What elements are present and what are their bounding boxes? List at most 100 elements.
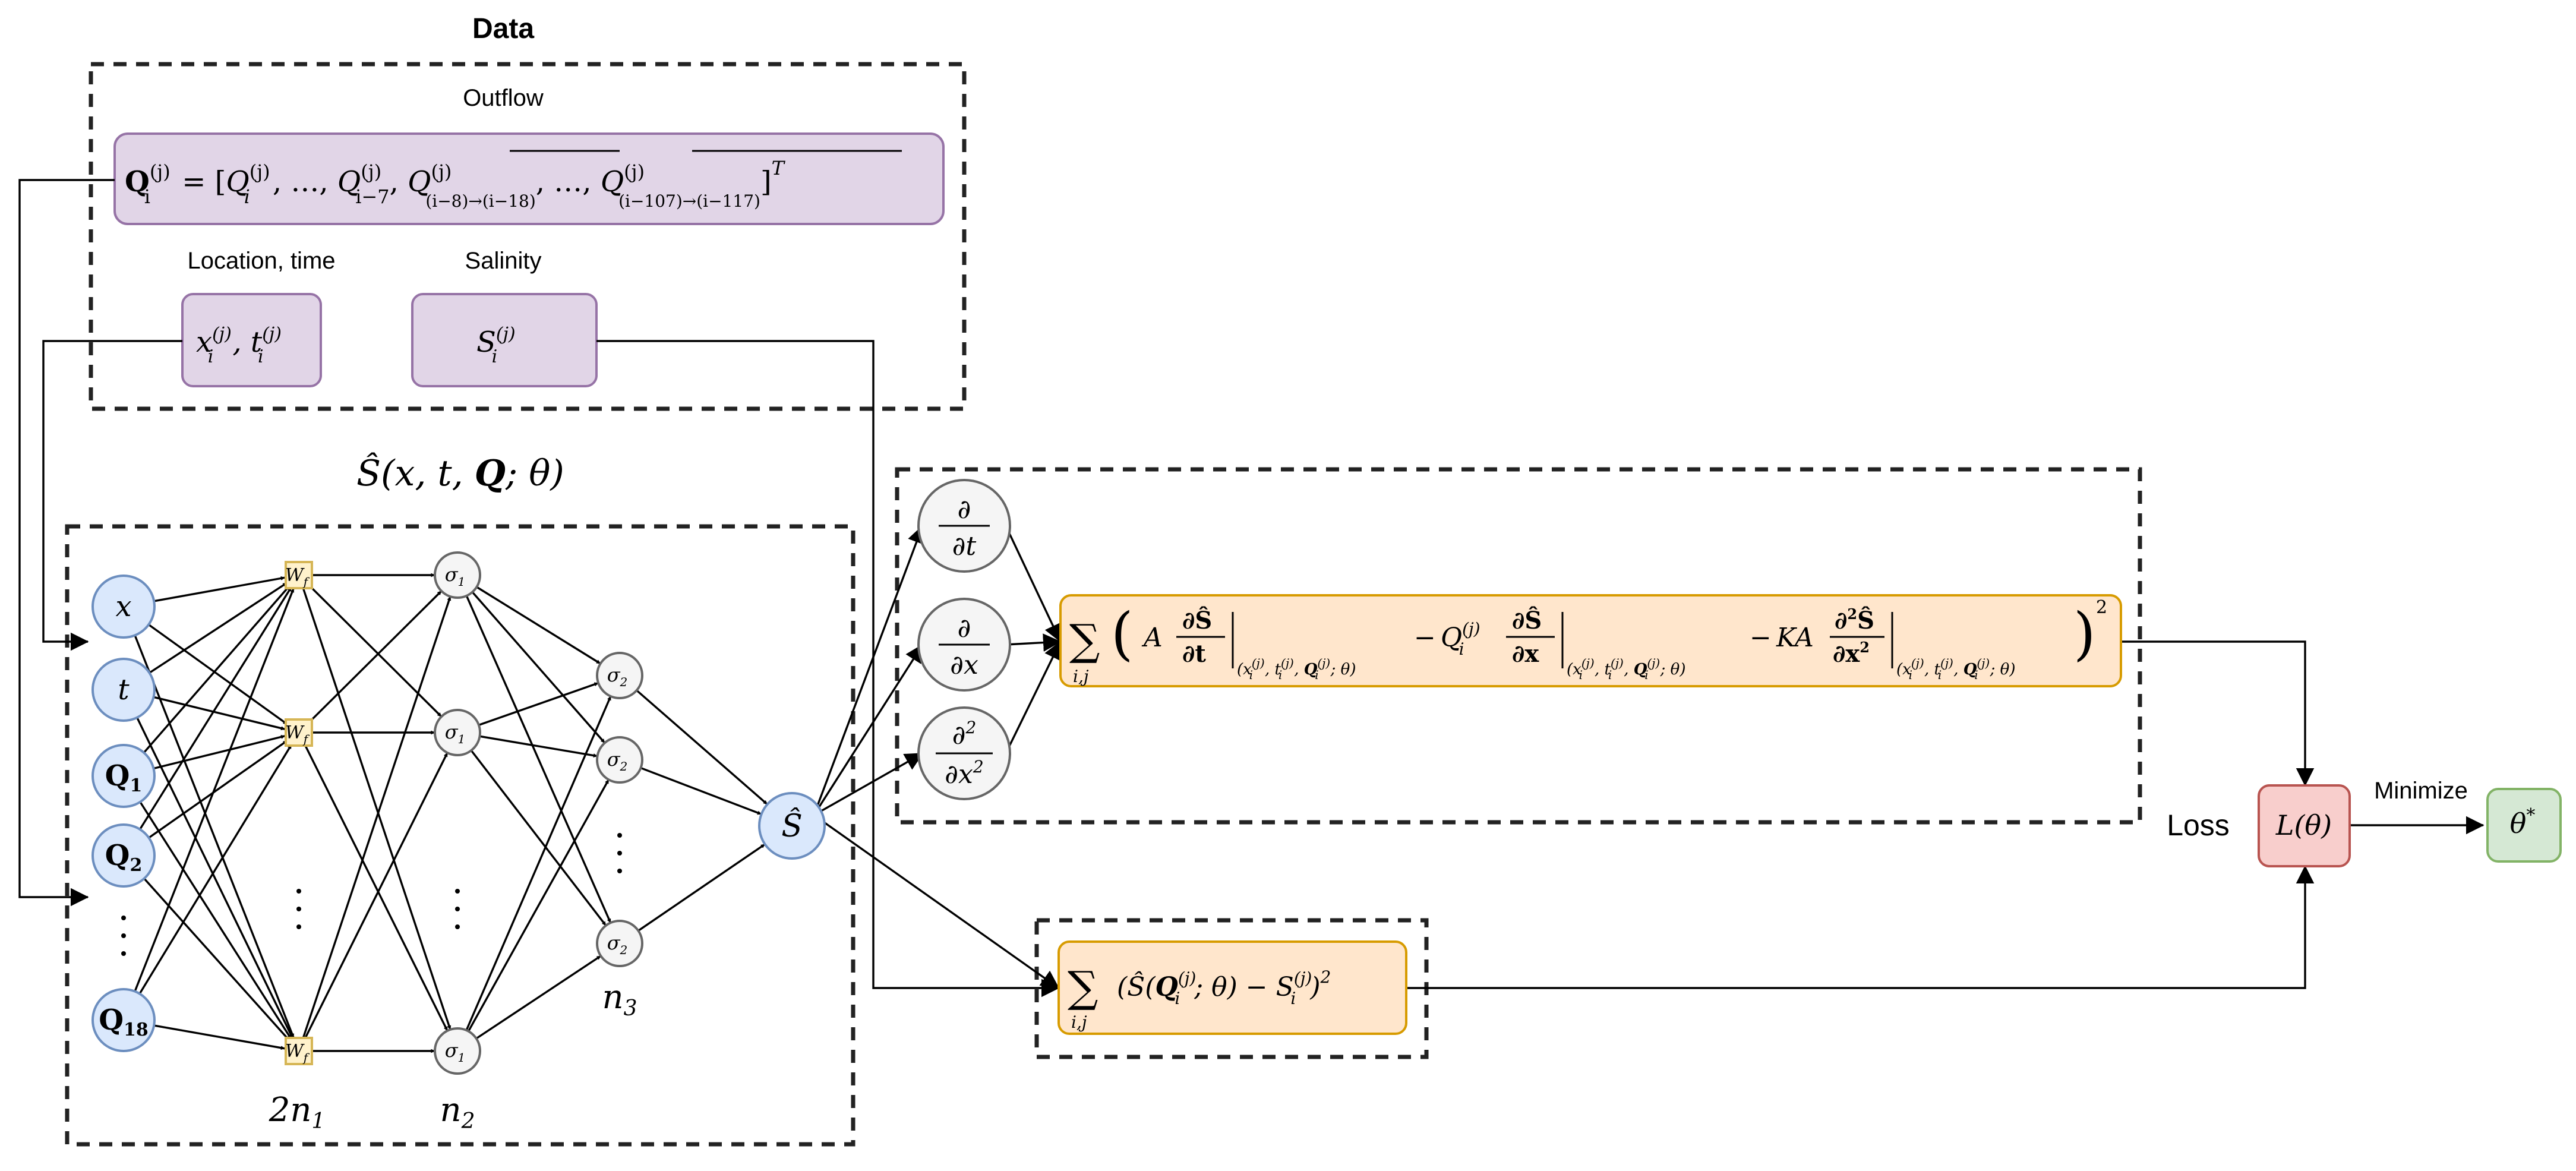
edge-l2-2-to-l3-1 <box>468 779 610 1032</box>
physics-group-box <box>895 467 2142 825</box>
location-to-network-arrow <box>42 340 182 651</box>
svg-text:(Ŝ(Q(j)i; θ) − S(j)i)2: (Ŝ(Q(j)i; θ) − S(j)i)2 <box>1117 967 1331 1008</box>
edge-l2-2-to-l3-2 <box>475 955 602 1040</box>
edge-input-1-to-l1-2 <box>136 717 294 1039</box>
edge-l3-1-to-output <box>640 766 762 815</box>
edge-l2-1-to-l3-2 <box>470 750 607 926</box>
edge-l2-0-to-l3-0 <box>476 586 601 665</box>
input-ellipsis <box>121 916 126 956</box>
layer1-node-3: Wf <box>285 1037 313 1065</box>
derivative-dxx-node: ∂2 ∂x2 <box>917 706 1011 800</box>
svg-text:i,j: i,j <box>1073 667 1089 686</box>
edge-input-4-to-l1-2 <box>153 1024 285 1050</box>
layer1-size-label: 2n1 <box>269 1091 326 1134</box>
layer1-ellipsis <box>296 889 301 929</box>
edge-l3-0-to-output <box>636 689 768 806</box>
edge-input-1-to-l1-0 <box>149 582 288 674</box>
layer3-node-3: σ2 <box>596 920 643 967</box>
edge-input-0-to-l1-2 <box>134 635 295 1039</box>
output-to-data-loss-arrow <box>813 814 1060 989</box>
outflow-to-network-arrow <box>18 179 115 907</box>
edge-input-2-to-l1-1 <box>153 734 286 770</box>
flow-connectors <box>18 179 2485 998</box>
edge-l3-2-to-output <box>637 843 766 932</box>
dx-to-pde-arrow <box>1005 633 1062 652</box>
svg-text:∂x2: ∂x2 <box>1833 639 1870 668</box>
svg-text:σ2: σ2 <box>607 932 628 957</box>
network-group-box <box>65 524 855 1147</box>
svg-text:2: 2 <box>2096 597 2107 618</box>
svg-text:Q1: Q1 <box>105 759 143 796</box>
layer3-size-label: n3 <box>602 978 637 1021</box>
loss-label: Loss <box>2167 809 2230 842</box>
data-loss-to-loss-arrow <box>1406 865 2315 989</box>
svg-text:Ŝ: Ŝ <box>781 807 803 844</box>
svg-text:∂: ∂ <box>958 613 971 643</box>
edge-input-0-to-l1-1 <box>148 623 288 725</box>
edge-l1-2-to-l2-0 <box>302 596 452 1038</box>
edge-input-3-to-l1-0 <box>139 586 292 830</box>
edge-l1-0-to-l2-1 <box>308 584 443 718</box>
edge-input-2-to-l1-2 <box>139 801 292 1040</box>
edge-l1-1-to-l2-2 <box>304 744 449 1031</box>
layer1-node-2: Wf <box>285 718 313 747</box>
input-node-q2: Q2 <box>91 823 156 888</box>
layer1-node-1: Wf <box>285 561 313 589</box>
svg-text:(x(j)i, t(j)i, Q(j)i; θ): (x(j)i, t(j)i, Q(j)i; θ) <box>1237 656 1356 682</box>
output-to-dxx-arrow <box>813 752 924 816</box>
svg-text:∂2Ŝ: ∂2Ŝ <box>1835 605 1874 635</box>
edge-l2-0-to-l3-2 <box>465 595 612 923</box>
edge-input-4-to-l1-0 <box>134 588 295 992</box>
edge-input-4-to-l1-1 <box>138 744 292 995</box>
dt-to-pde-arrow <box>1005 525 1062 643</box>
edge-l1-2-to-l2-1 <box>304 752 449 1039</box>
layer-labels: 2n1 n2 n3 <box>269 978 637 1134</box>
output-to-dt-arrow <box>813 525 926 816</box>
svg-text:∑: ∑ <box>1069 615 1100 665</box>
edge-input-2-to-l1-0 <box>143 585 291 753</box>
svg-text:∂x: ∂x <box>1512 640 1539 668</box>
input-node-t: t <box>91 658 156 722</box>
edge-l1-0-to-l2-2 <box>302 588 452 1030</box>
outflow-box <box>113 132 945 225</box>
result-node-formula: θ* <box>2510 805 2536 839</box>
result-node <box>2486 788 2562 863</box>
svg-text:∂Ŝ: ∂Ŝ <box>1182 607 1212 635</box>
data-loss-box <box>1057 940 1407 1035</box>
edge-input-0-to-l1-0 <box>153 576 285 602</box>
svg-text:KA: KA <box>1776 623 1814 653</box>
edge-l2-1-to-l3-0 <box>478 682 599 726</box>
svg-text:A: A <box>1141 623 1163 653</box>
svg-text:x: x <box>115 590 131 623</box>
layer2-ellipsis <box>455 889 460 929</box>
dxx-to-pde-arrow <box>1005 640 1062 754</box>
svg-text:∂2: ∂2 <box>952 718 977 750</box>
data-loss-formula: ∑ i,j (Ŝ(Q(j)i; θ) − S(j)i)2 <box>1068 962 1331 1032</box>
edge-l1-1-to-l2-0 <box>308 590 443 724</box>
layer3-node-1: σ2 <box>596 652 643 699</box>
svg-text:∂x: ∂x <box>950 650 978 680</box>
edge-l2-2-to-l3-0 <box>465 696 612 1031</box>
svg-text:(: ( <box>1111 601 1133 667</box>
svg-text:Q(j)i = [Q(j)i, …, Q(j)i−7, Q(: Q(j)i = [Q(j)i, …, Q(j)i−7, Q(j)(i−8)→(i… <box>125 157 786 211</box>
svg-text:σ1: σ1 <box>445 721 466 746</box>
loss-node <box>2258 784 2351 867</box>
layer3-ellipsis <box>617 833 622 873</box>
input-node-q1: Q1 <box>91 744 156 808</box>
layer2-node-1: σ1 <box>434 551 481 599</box>
svg-text:(x(j)i, t(j)i, Q(j)i; θ): (x(j)i, t(j)i, Q(j)i; θ) <box>1567 656 1685 682</box>
edge-l2-0-to-l3-1 <box>471 591 606 744</box>
svg-text:∑: ∑ <box>1068 962 1098 1012</box>
svg-text:i,j: i,j <box>1071 1012 1087 1032</box>
input-node-q18: Q18 <box>91 988 156 1052</box>
pde-loss-box <box>1059 594 2122 687</box>
layer2-node-2: σ1 <box>434 709 481 756</box>
salinity-to-data-loss-arrow <box>596 340 1060 998</box>
location-label: Location, time <box>187 248 335 274</box>
loss-node-formula: L(θ) <box>2275 809 2332 841</box>
svg-text:∂Ŝ: ∂Ŝ <box>1512 607 1542 635</box>
outflow-formula: Q(j)i = [Q(j)i, …, Q(j)i−7, Q(j)(i−8)→(i… <box>125 150 902 211</box>
derivative-dx-node: ∂ ∂x <box>917 598 1011 692</box>
derivative-dt-node: ∂ ∂t <box>917 479 1011 573</box>
